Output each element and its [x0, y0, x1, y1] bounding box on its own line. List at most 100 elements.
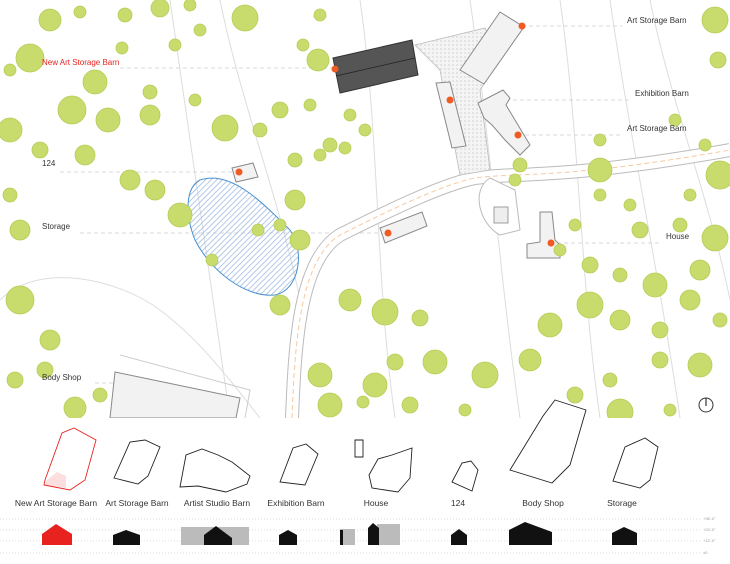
elev-storage	[612, 527, 637, 545]
tree	[36, 361, 54, 379]
tree	[338, 288, 362, 312]
tree	[9, 219, 31, 241]
tree	[518, 348, 542, 372]
tree	[612, 267, 628, 283]
tree	[188, 93, 202, 107]
axo-art-storage-barn	[113, 439, 161, 485]
tree	[271, 101, 289, 119]
tree	[150, 0, 170, 18]
new-art-storage-barn-building	[332, 39, 419, 94]
tree	[95, 107, 121, 133]
tree	[568, 218, 582, 232]
tree	[411, 309, 429, 327]
tree	[672, 217, 688, 233]
tree	[343, 108, 357, 122]
tree	[31, 141, 49, 159]
elev-artist-studio-barn	[204, 526, 232, 545]
elevation-profiles	[42, 522, 637, 545]
north-arrow-icon	[698, 397, 714, 413]
tree	[553, 243, 567, 257]
elevation-label: ±0	[703, 550, 708, 555]
tree	[74, 144, 96, 166]
tree	[322, 137, 338, 153]
tree	[92, 387, 108, 403]
tree	[317, 392, 343, 418]
elev-new-art-storage-barn	[42, 524, 72, 545]
house-building	[526, 211, 561, 259]
tree	[631, 221, 649, 239]
tree	[371, 298, 399, 326]
tree	[205, 253, 219, 267]
axo-storage	[612, 437, 659, 489]
tree	[609, 309, 631, 331]
tree	[252, 122, 268, 138]
tree	[709, 51, 727, 69]
tree	[313, 148, 327, 162]
tree	[386, 353, 404, 371]
tree	[284, 189, 306, 211]
tree	[576, 291, 604, 319]
tree	[2, 187, 18, 203]
building-124	[231, 162, 259, 183]
tree	[269, 294, 291, 316]
tree	[193, 23, 207, 37]
tree	[115, 41, 129, 55]
tree	[287, 152, 303, 168]
tree	[168, 38, 182, 52]
tree	[57, 95, 87, 125]
tree	[687, 352, 713, 378]
elev-house-bg	[377, 524, 400, 545]
label-124: 124	[42, 159, 56, 168]
tree	[362, 372, 388, 398]
elev-art-storage-barn	[113, 530, 140, 545]
tree	[651, 351, 669, 369]
label-art-storage-barn: Art Storage Barn	[627, 16, 687, 25]
axo-house	[354, 439, 413, 493]
tree	[358, 123, 372, 137]
tree	[6, 371, 24, 389]
tree	[273, 218, 287, 232]
tree	[231, 4, 259, 32]
tree	[356, 395, 370, 409]
tree	[211, 114, 239, 142]
tree	[63, 396, 87, 420]
tree	[3, 63, 17, 77]
label-storage: Storage	[42, 222, 71, 231]
marker-artist-studio-barn	[514, 131, 522, 139]
legend-item[interactable]: House	[363, 498, 389, 508]
tree	[642, 272, 668, 298]
elevation-label: +24'-0"	[703, 527, 716, 532]
legend-item[interactable]: New Art Storage Barn	[14, 498, 98, 508]
label-new-art-storage-barn: New Art Storage Barn	[42, 58, 120, 67]
marker-art-storage-barn	[518, 22, 526, 30]
tree	[313, 8, 327, 22]
artist-studio-barn-building	[477, 89, 531, 156]
tree	[338, 141, 352, 155]
tree	[73, 5, 87, 19]
legend-item[interactable]: 124	[450, 498, 466, 508]
tree	[701, 6, 729, 34]
tree	[117, 7, 133, 23]
legend-item[interactable]: Art Storage Barn	[105, 498, 169, 508]
label-art-storage-barn-2: Art Storage Barn	[627, 124, 687, 133]
storage-building	[379, 211, 428, 244]
legend-item[interactable]: Exhibition Barn	[267, 498, 325, 508]
body-shop-building	[109, 371, 241, 419]
elevation-label: +12'-0"	[703, 538, 716, 543]
tree	[689, 259, 711, 281]
legend-item[interactable]: Body Shop	[522, 498, 564, 508]
tree	[251, 223, 265, 237]
legend-item[interactable]: Storage	[607, 498, 637, 508]
tree	[401, 396, 419, 414]
legend-selected-fill	[45, 472, 66, 488]
tree	[119, 169, 141, 191]
axo-body-shop	[509, 399, 587, 484]
legend-item[interactable]: Artist Studio Barn	[183, 498, 251, 508]
tree	[183, 0, 197, 12]
trees	[0, 0, 730, 426]
tree	[306, 48, 330, 72]
marker-124	[235, 168, 243, 176]
tree	[705, 160, 730, 190]
